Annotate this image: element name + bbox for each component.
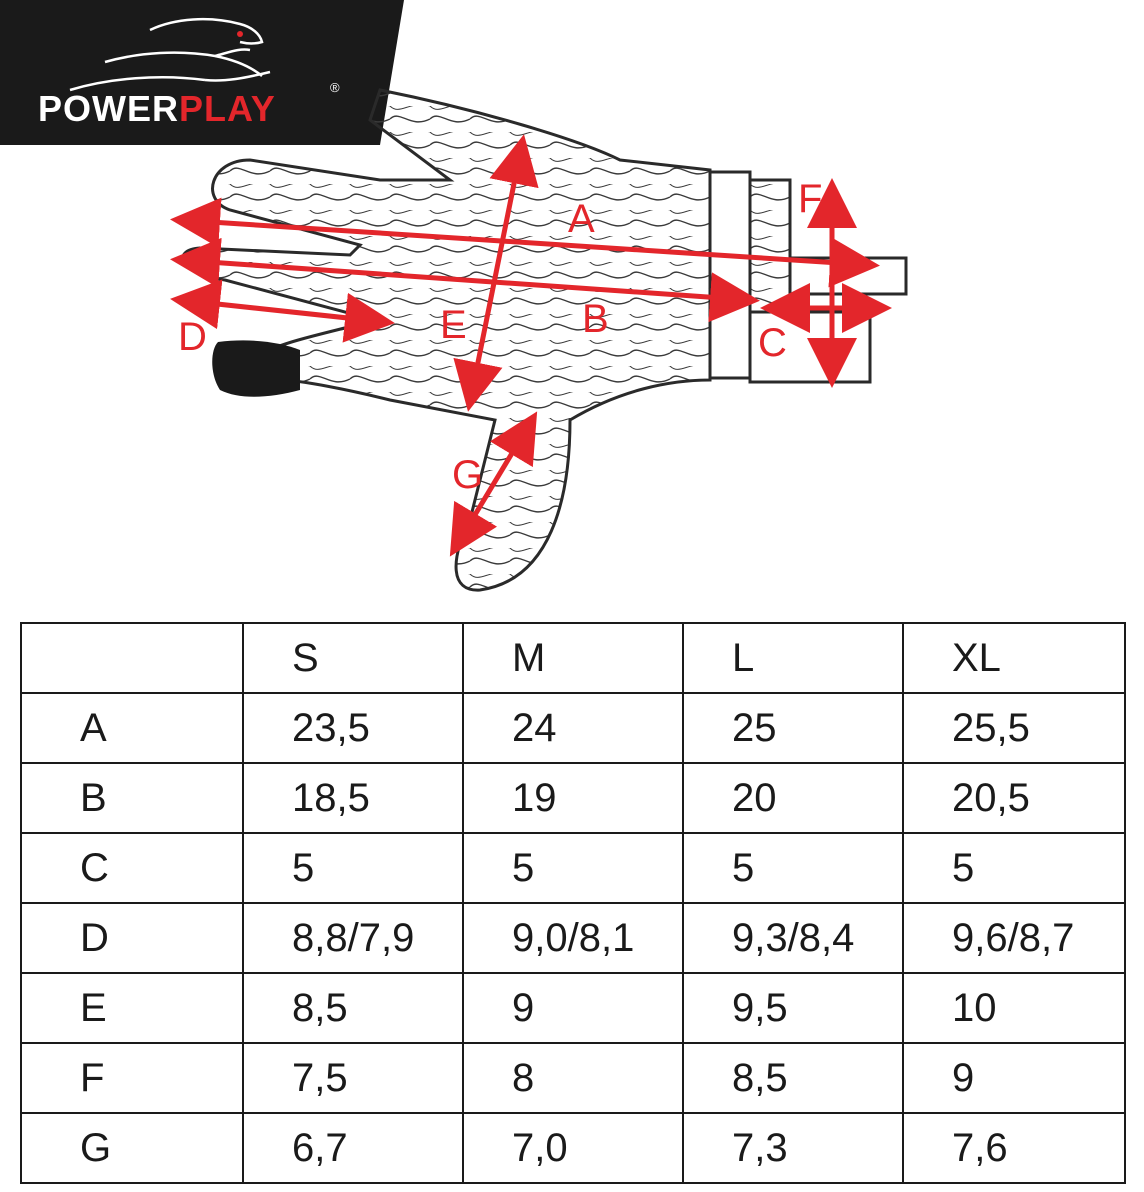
table-row: C 5 5 5 5 — [20, 832, 1126, 904]
table-cell: 9,6/8,7 — [902, 902, 1126, 974]
table-cell: 7,5 — [242, 1042, 464, 1114]
table-cell: 9,3/8,4 — [682, 902, 904, 974]
table-row: F 7,5 8 8,5 9 — [20, 1042, 1126, 1114]
table-cell: 25 — [682, 692, 904, 764]
table-cell: 25,5 — [902, 692, 1126, 764]
table-cell: 18,5 — [242, 762, 464, 834]
brand-name-second: PLAY — [179, 88, 276, 129]
dim-label-a: A — [568, 197, 595, 241]
table-cell: 7,6 — [902, 1112, 1126, 1184]
table-cell: 9,0/8,1 — [462, 902, 684, 974]
dim-label-f: F — [798, 177, 822, 221]
thumb-tip — [212, 340, 300, 397]
table-row: A 23,5 24 25 25,5 — [20, 692, 1126, 764]
table-cell: 9,5 — [682, 972, 904, 1044]
brand-name-first: POWER — [38, 88, 180, 129]
logo-badge — [0, 0, 404, 145]
row-label: C — [20, 832, 244, 904]
table-cell: 8,8/7,9 — [242, 902, 464, 974]
table-cell: 19 — [462, 762, 684, 834]
dim-label-d: D — [178, 315, 207, 359]
row-label: G — [20, 1112, 244, 1184]
glove-illustration: A B C D E F G — [170, 88, 908, 592]
dim-label-g: G — [452, 453, 483, 497]
size-header-l: L — [682, 622, 904, 694]
dim-label-c: C — [758, 321, 787, 365]
table-cell: 8,5 — [242, 972, 464, 1044]
table-cell: 7,3 — [682, 1112, 904, 1184]
glove-diagram: A B C D E F G — [150, 80, 910, 600]
table-cell: 9 — [902, 1042, 1126, 1114]
table-cell: 8 — [462, 1042, 684, 1114]
table-cell: 7,0 — [462, 1112, 684, 1184]
size-table: S M L XL A 23,5 24 25 25,5 B 18,5 19 20 … — [20, 622, 1126, 1184]
measurement-arrows — [170, 134, 892, 557]
table-cell: 20 — [682, 762, 904, 834]
table-row: B 18,5 19 20 20,5 — [20, 762, 1126, 834]
table-cell: 8,5 — [682, 1042, 904, 1114]
table-cell: 5 — [902, 832, 1126, 904]
table-cell: 10 — [902, 972, 1126, 1044]
table-cell: 9 — [462, 972, 684, 1044]
panther-icon — [69, 17, 271, 92]
table-row: G 6,7 7,0 7,3 7,6 — [20, 1112, 1126, 1184]
table-row: E 8,5 9 9,5 10 — [20, 972, 1126, 1044]
table-cell: 20,5 — [902, 762, 1126, 834]
table-row: D 8,8/7,9 9,0/8,1 9,3/8,4 9,6/8,7 — [20, 902, 1126, 974]
table-cell: 5 — [242, 832, 464, 904]
table-cell: 23,5 — [242, 692, 464, 764]
row-label: D — [20, 902, 244, 974]
table-cell: 5 — [462, 832, 684, 904]
size-header-s: S — [242, 622, 464, 694]
table-cell: 6,7 — [242, 1112, 464, 1184]
table-cell: 5 — [682, 832, 904, 904]
row-label: F — [20, 1042, 244, 1114]
size-header-xl: XL — [902, 622, 1126, 694]
dim-label-e: E — [440, 303, 467, 347]
row-label: B — [20, 762, 244, 834]
row-label: E — [20, 972, 244, 1044]
registered-mark: ® — [330, 80, 340, 95]
table-corner-cell — [20, 622, 244, 694]
brand-logo: POWERPLAY ® — [0, 0, 404, 145]
size-header-m: M — [462, 622, 684, 694]
row-label: A — [20, 692, 244, 764]
table-cell: 24 — [462, 692, 684, 764]
table-header-row: S M L XL — [20, 622, 1126, 694]
dim-label-b: B — [582, 297, 609, 341]
